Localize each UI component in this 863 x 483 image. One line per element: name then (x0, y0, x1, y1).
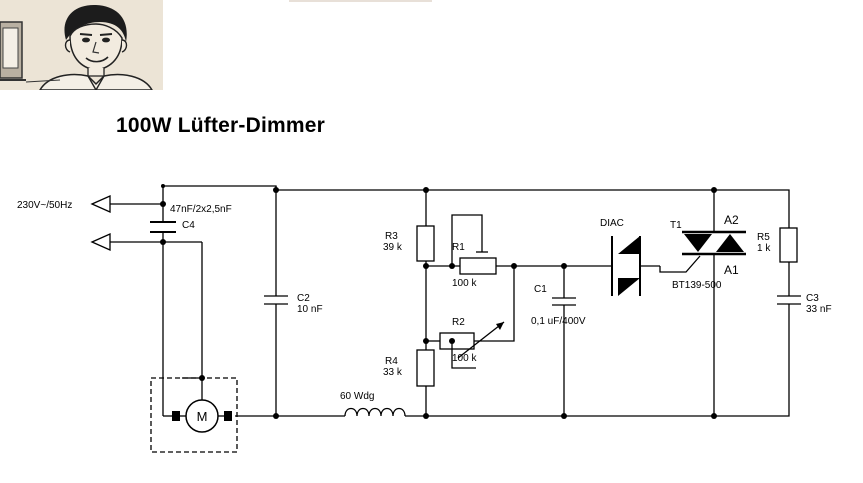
r4-value: 33 k (383, 367, 403, 378)
diagram-title: 100W Lüfter-Dimmer (116, 114, 325, 137)
c3-name: C3 (806, 293, 819, 304)
top-divider (289, 0, 432, 2)
r3-name: R3 (385, 231, 398, 242)
t1-part: BT139-500 (672, 280, 722, 291)
r5-value: 1 k (757, 243, 771, 254)
r1-value: 100 k (452, 278, 477, 289)
motor-label: M (197, 409, 208, 424)
author-portrait (0, 0, 163, 90)
r4-name: R4 (385, 356, 398, 367)
c2-value: 10 nF (297, 304, 323, 315)
c1-name: C1 (534, 284, 547, 295)
r2-name: R2 (452, 317, 465, 328)
c2-name: C2 (297, 293, 310, 304)
t1-a1-label: A1 (724, 263, 739, 277)
c1-value: 0,1 uF/400V (531, 316, 586, 327)
c4-name: C4 (182, 220, 195, 231)
mains-label: 230V~/50Hz (17, 200, 72, 211)
r2-value: 100 k (452, 353, 477, 364)
r5-name: R5 (757, 232, 770, 243)
t1-a2-label: A2 (724, 213, 739, 227)
c4-value: 47nF/2x2,5nF (170, 204, 232, 215)
r3-value: 39 k (383, 242, 403, 253)
t1-name: T1 (670, 220, 682, 231)
r1-name: R1 (452, 242, 465, 253)
c3-value: 33 nF (806, 304, 832, 315)
inductor-label: 60 Wdg (340, 391, 374, 402)
diac-label: DIAC (600, 218, 624, 229)
